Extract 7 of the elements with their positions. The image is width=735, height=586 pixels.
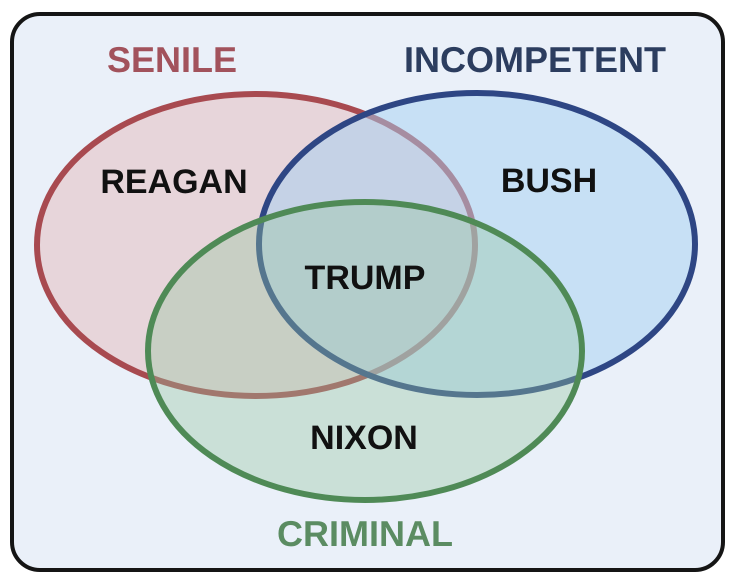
name-label: NIXON <box>310 421 418 455</box>
name-label: REAGAN <box>100 165 248 199</box>
name-label: BUSH <box>500 164 598 198</box>
set-title: SENILE <box>106 42 238 78</box>
set-title: INCOMPETENT <box>404 42 666 78</box>
name-label: TRUMP <box>304 261 426 295</box>
set-title: CRIMINAL <box>277 516 453 552</box>
